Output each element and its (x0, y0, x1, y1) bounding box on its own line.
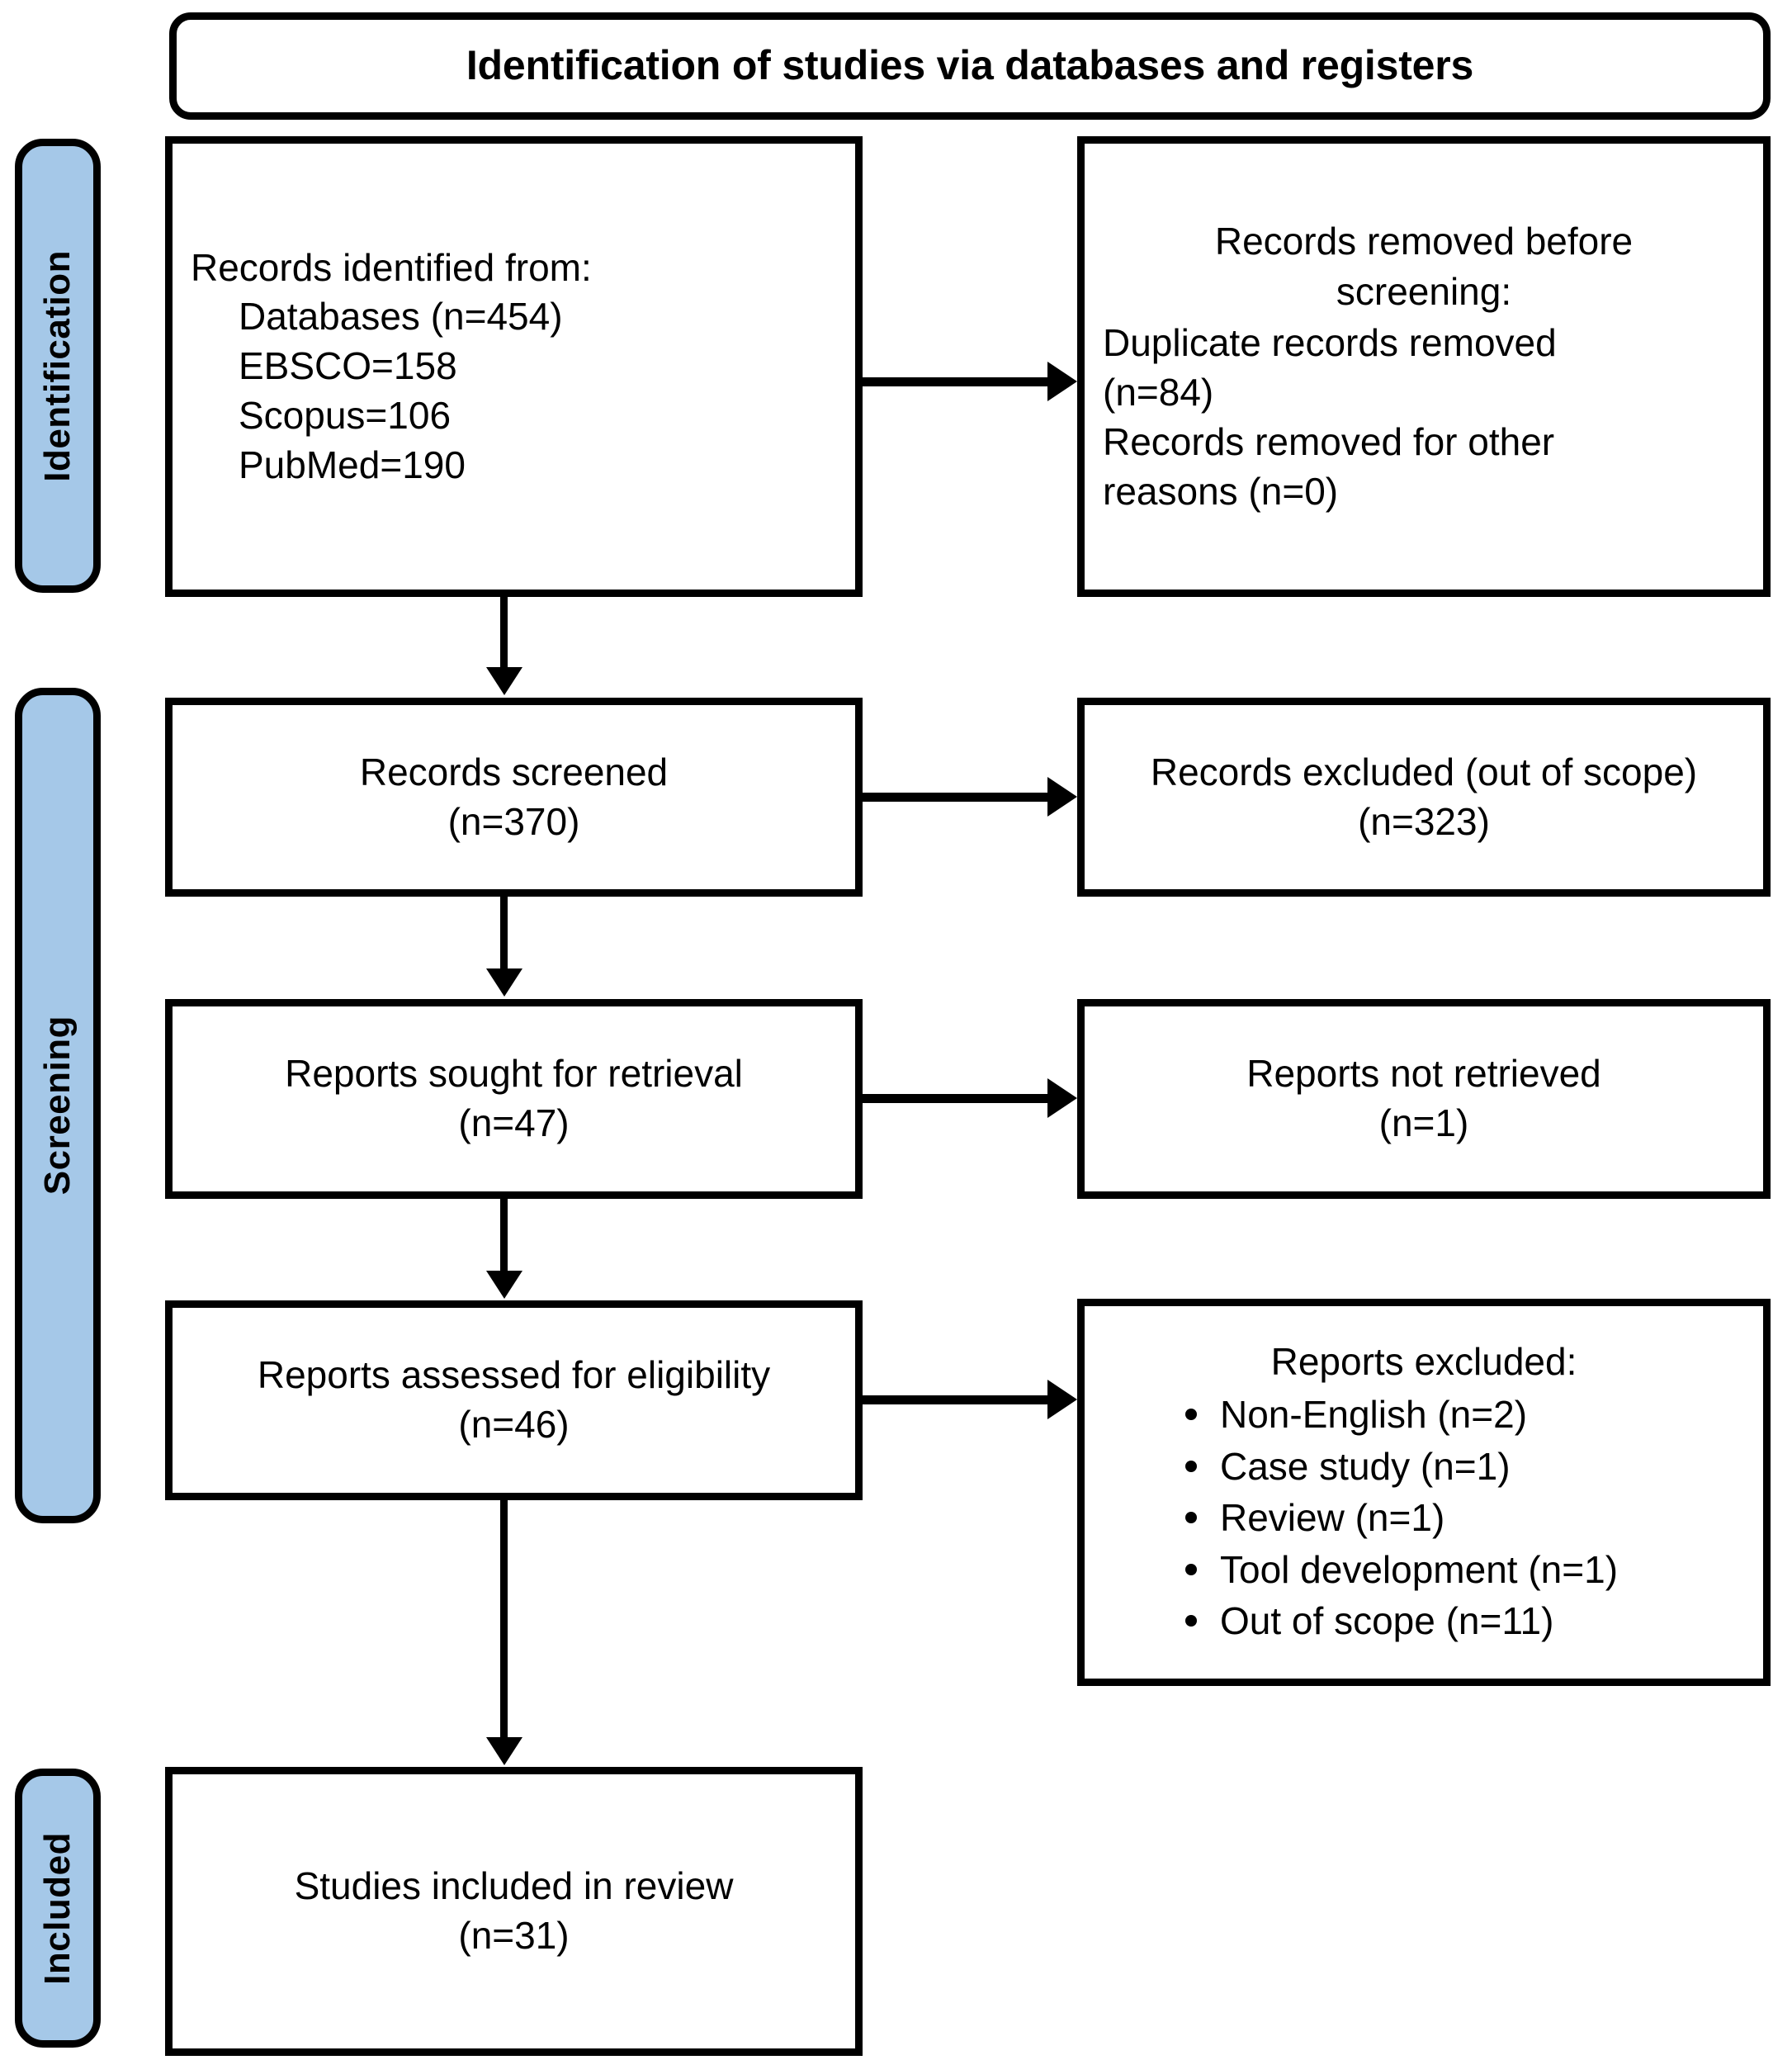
studies-included-text: Studies included in review (n=31) (173, 1862, 855, 1961)
records-screened-text: Records screened (n=370) (173, 748, 855, 847)
list-item: Review (n=1) (1182, 1492, 1745, 1544)
records-screened-line2: (n=370) (447, 799, 580, 843)
stage-tab-included-label: Included (37, 1831, 78, 1985)
reports-sought-line2: (n=47) (458, 1101, 570, 1144)
reports-assessed-line1: Reports assessed for eligibility (257, 1353, 771, 1397)
reports-sought-line1: Reports sought for retrieval (285, 1052, 743, 1096)
box-reports-not-retrieved: Reports not retrieved (n=1) (1077, 999, 1771, 1199)
records-identified-title: Records identified from: (191, 245, 592, 289)
arrow-screened-to-excluded-head (1047, 777, 1077, 817)
stage-tab-identification-label: Identification (37, 249, 78, 482)
records-identified-line-3: PubMed=190 (239, 443, 466, 486)
reports-sought-text: Reports sought for retrieval (n=47) (173, 1049, 855, 1148)
reports-not-retrieved-line2: (n=1) (1378, 1101, 1469, 1144)
arrow-identified-to-screened-head (486, 667, 522, 695)
arrow-identified-to-removed-line (863, 377, 1052, 386)
records-removed-heading-line1: Records removed before (1214, 219, 1634, 263)
reports-not-retrieved-text: Reports not retrieved (n=1) (1085, 1049, 1763, 1148)
stage-tab-screening-label: Screening (37, 1016, 78, 1196)
records-identified-line-0: Databases (n=454) (239, 295, 563, 339)
records-screened-line1: Records screened (359, 750, 669, 793)
stage-tab-screening: Screening (15, 688, 101, 1523)
diagram-header-box: Identification of studies via databases … (169, 12, 1771, 120)
records-identified-line-1: EBSCO=158 (239, 344, 457, 388)
box-records-screened: Records screened (n=370) (165, 698, 863, 897)
list-item: Non-English (n=2) (1182, 1389, 1745, 1441)
arrow-identified-to-screened-line (500, 597, 508, 670)
arrow-screened-to-sought-line (500, 897, 508, 971)
arrow-screened-to-sought-head (486, 968, 522, 997)
records-removed-line-0: Duplicate records removed (1103, 321, 1557, 365)
arrow-assessed-to-excluded-line (863, 1395, 1052, 1404)
arrow-sought-to-assessed-line (500, 1199, 508, 1273)
arrow-sought-to-not-retrieved-line (863, 1094, 1052, 1103)
records-identified-text: Records identified from: Databases (n=45… (173, 244, 855, 490)
arrow-assessed-to-excluded-head (1047, 1380, 1077, 1419)
arrow-assessed-to-included-head (486, 1737, 522, 1765)
box-reports-assessed: Reports assessed for eligibility (n=46) (165, 1300, 863, 1500)
studies-included-line2: (n=31) (458, 1914, 570, 1957)
reports-excluded-heading: Reports excluded: (1270, 1340, 1577, 1384)
box-reports-excluded: Reports excluded: Non-English (n=2) Case… (1077, 1299, 1771, 1686)
reports-assessed-text: Reports assessed for eligibility (n=46) (173, 1351, 855, 1450)
box-records-excluded: Records excluded (out of scope) (n=323) (1077, 698, 1771, 897)
records-identified-line-2: Scopus=106 (239, 393, 452, 437)
box-studies-included: Studies included in review (n=31) (165, 1767, 863, 2056)
records-removed-heading-line2: screening: (1336, 270, 1512, 314)
page-title: Identification of studies via databases … (466, 42, 1474, 89)
records-excluded-line1: Records excluded (out of scope) (1150, 750, 1698, 793)
list-item: Tool development (n=1) (1182, 1544, 1745, 1596)
records-removed-line-2: Records removed for other (1103, 419, 1555, 463)
reports-not-retrieved-line1: Reports not retrieved (1246, 1052, 1601, 1096)
reports-excluded-text: Reports excluded: Non-English (n=2) Case… (1085, 1338, 1763, 1647)
arrow-assessed-to-included-line (500, 1500, 508, 1740)
arrow-identified-to-removed-head (1047, 362, 1077, 401)
arrow-screened-to-excluded-line (863, 793, 1052, 802)
stage-tab-included: Included (15, 1769, 101, 2048)
records-removed-text: Records removed before screening: Duplic… (1085, 217, 1763, 517)
stage-tab-identification: Identification (15, 139, 101, 593)
list-item: Case study (n=1) (1182, 1441, 1745, 1493)
box-records-removed: Records removed before screening: Duplic… (1077, 136, 1771, 597)
arrow-sought-to-not-retrieved-head (1047, 1078, 1077, 1118)
box-reports-sought: Reports sought for retrieval (n=47) (165, 999, 863, 1199)
reports-assessed-line2: (n=46) (458, 1403, 570, 1446)
records-removed-line-1: (n=84) (1103, 371, 1214, 414)
records-removed-line-3: reasons (n=0) (1103, 469, 1339, 513)
records-excluded-text: Records excluded (out of scope) (n=323) (1085, 748, 1763, 847)
box-records-identified: Records identified from: Databases (n=45… (165, 136, 863, 597)
list-item: Out of scope (n=11) (1182, 1595, 1745, 1647)
records-excluded-line2: (n=323) (1358, 799, 1490, 843)
reports-excluded-list: Non-English (n=2) Case study (n=1) Revie… (1103, 1389, 1745, 1647)
arrow-sought-to-assessed-head (486, 1271, 522, 1299)
studies-included-line1: Studies included in review (294, 1864, 734, 1908)
